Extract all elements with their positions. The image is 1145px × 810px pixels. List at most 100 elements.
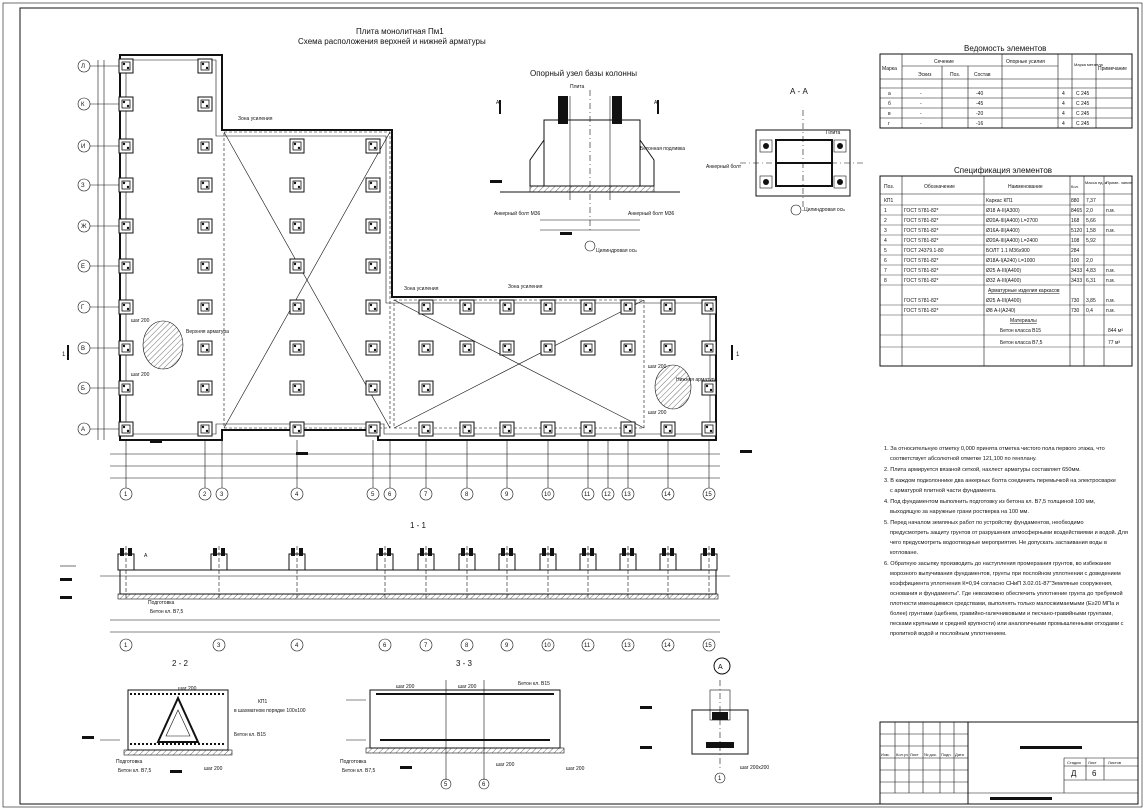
section33-title: 3 - 3	[456, 659, 473, 668]
svg-text:5: 5	[444, 782, 448, 788]
zone1-diag-b	[223, 131, 391, 429]
column-cap	[459, 340, 475, 356]
svg-text:1: 1	[124, 643, 128, 649]
svg-text:ГОСТ 5781-82*: ГОСТ 5781-82*	[904, 298, 939, 304]
svg-text:100: 100	[1071, 258, 1080, 264]
svg-text:7: 7	[424, 492, 428, 498]
node-section-mark-right: А	[654, 100, 658, 106]
column-cap	[289, 340, 305, 356]
svg-text:Кол.: Кол.	[1071, 184, 1079, 189]
zone-label-2: Зона усиления	[508, 284, 543, 290]
svg-text:-: -	[920, 111, 922, 117]
svg-text:8: 8	[465, 492, 469, 498]
section-1-1: 1 - 1 Подготовка Бетон кл. В7,5 А 1 3 4 …	[60, 521, 730, 652]
spec-group-label: Арматурные изделия каркасов	[988, 288, 1060, 294]
svg-text:Эскиз: Эскиз	[918, 72, 932, 78]
plan-subtitle: Схема расположения верхней и нижней арма…	[298, 37, 486, 46]
svg-text:Л: Л	[81, 64, 85, 70]
step-label-2: шаг 200	[131, 372, 150, 378]
svg-text:С 245: С 245	[1076, 91, 1090, 97]
column-axes: 1 2 3 4 5 6 7 8 9 10 11 12 13 14 15	[110, 440, 720, 501]
zone-reinforcement-1	[223, 131, 391, 429]
column-cap	[197, 258, 213, 274]
svg-text:ГОСТ 5781-82*: ГОСТ 5781-82*	[904, 308, 939, 314]
svg-text:И: И	[81, 144, 85, 150]
svg-text:2: 2	[203, 492, 207, 498]
section11-column	[659, 546, 677, 600]
column-cap	[580, 340, 596, 356]
bottom-rebar-blob	[654, 364, 692, 410]
svg-text:Марка: Марка	[882, 66, 897, 72]
column-cap	[118, 299, 134, 315]
column-cap	[118, 58, 134, 74]
svg-text:Ø25 А-III(А400): Ø25 А-III(А400)	[986, 268, 1021, 274]
svg-text:3,85: 3,85	[1086, 298, 1096, 304]
svg-text:ГОСТ 5781-82*: ГОСТ 5781-82*	[904, 208, 939, 214]
column-cap	[197, 380, 213, 396]
svg-text:Каркас КП1: Каркас КП1	[986, 198, 1013, 204]
column-cap	[365, 177, 381, 193]
section11-column	[376, 546, 394, 600]
svg-text:Примечание: Примечание	[1098, 66, 1127, 72]
svg-text:2,0: 2,0	[1086, 258, 1093, 264]
svg-text:13: 13	[624, 643, 631, 649]
section11-mark: А	[144, 553, 148, 559]
row-axes: Л К И З Ж Е Г В Б А	[77, 59, 120, 440]
inner-frame	[19, 7, 1139, 805]
node-title: Опорный узел базы колонны	[530, 69, 637, 78]
svg-text:п.м.: п.м.	[1106, 208, 1115, 214]
column-cap	[365, 299, 381, 315]
section11-column	[458, 546, 476, 600]
svg-text:Обозначение: Обозначение	[924, 184, 955, 190]
column-cap	[365, 138, 381, 154]
svg-text:6,31: 6,31	[1086, 278, 1096, 284]
column-cap	[289, 218, 305, 234]
svg-text:шаг 200: шаг 200	[178, 686, 197, 692]
svg-text:предусмотреть защиту грунтов о: предусмотреть защиту грунтов от разрушен…	[890, 529, 1128, 536]
column-caps	[118, 58, 717, 437]
svg-text:-20: -20	[976, 111, 983, 117]
column-cap	[289, 138, 305, 154]
slab-inner-line	[125, 59, 711, 435]
svg-text:Лист: Лист	[910, 752, 919, 757]
column-cap	[701, 299, 717, 315]
column-cap	[118, 380, 134, 396]
detail-a-mark: А	[718, 664, 723, 671]
svg-text:Ø32 А-III(А400): Ø32 А-III(А400)	[986, 278, 1021, 284]
svg-text:Бетон класса В7,5: Бетон класса В7,5	[1000, 340, 1043, 346]
svg-text:шаг 200: шаг 200	[458, 684, 477, 690]
section-aa: А - А Анкерный болт Плита Цилиндровая ос…	[706, 87, 866, 216]
column-cap	[289, 258, 305, 274]
svg-text:Подп.: Подп.	[941, 752, 952, 757]
svg-text:4. Под фундаментом выполнить п: 4. Под фундаментом выполнить подготовку …	[884, 498, 1096, 505]
column-cap	[118, 258, 134, 274]
svg-text:3: 3	[217, 643, 221, 649]
svg-text:КП1: КП1	[884, 198, 894, 204]
svg-text:Подготовка: Подготовка	[340, 759, 367, 765]
svg-text:Ø20А-III(А400) L=2400: Ø20А-III(А400) L=2400	[986, 238, 1038, 244]
svg-text:Сечение: Сечение	[934, 59, 954, 65]
column-cap	[197, 340, 213, 356]
svg-text:13: 13	[624, 492, 631, 498]
spec-materials-label: Материалы	[1010, 318, 1037, 324]
section11-concrete: Бетон кл. В7,5	[150, 609, 184, 615]
column-cap	[118, 177, 134, 193]
column-cap	[660, 340, 676, 356]
node-label-bolt-left: Анкерный болт М36	[494, 210, 541, 217]
section11-column	[700, 546, 718, 600]
svg-text:морозного выпучивания фундамен: морозного выпучивания фундаментов, грунт…	[890, 570, 1121, 577]
svg-text:2. Плита армируется вязаной се: 2. Плита армируется вязаной сеткой, нахл…	[884, 466, 1081, 473]
column-cap	[701, 340, 717, 356]
svg-text:11: 11	[584, 643, 591, 649]
top-rebar-blob	[142, 320, 184, 370]
svg-text:шаг 200: шаг 200	[396, 684, 415, 690]
vedomost-rows: а - -40 4 С 245 б - -45 4 С 245 в - -20 …	[888, 91, 1090, 127]
svg-text:с арматурой плитной части фунд: с арматурой плитной части фундамента.	[890, 487, 997, 494]
column-cap	[660, 421, 676, 437]
